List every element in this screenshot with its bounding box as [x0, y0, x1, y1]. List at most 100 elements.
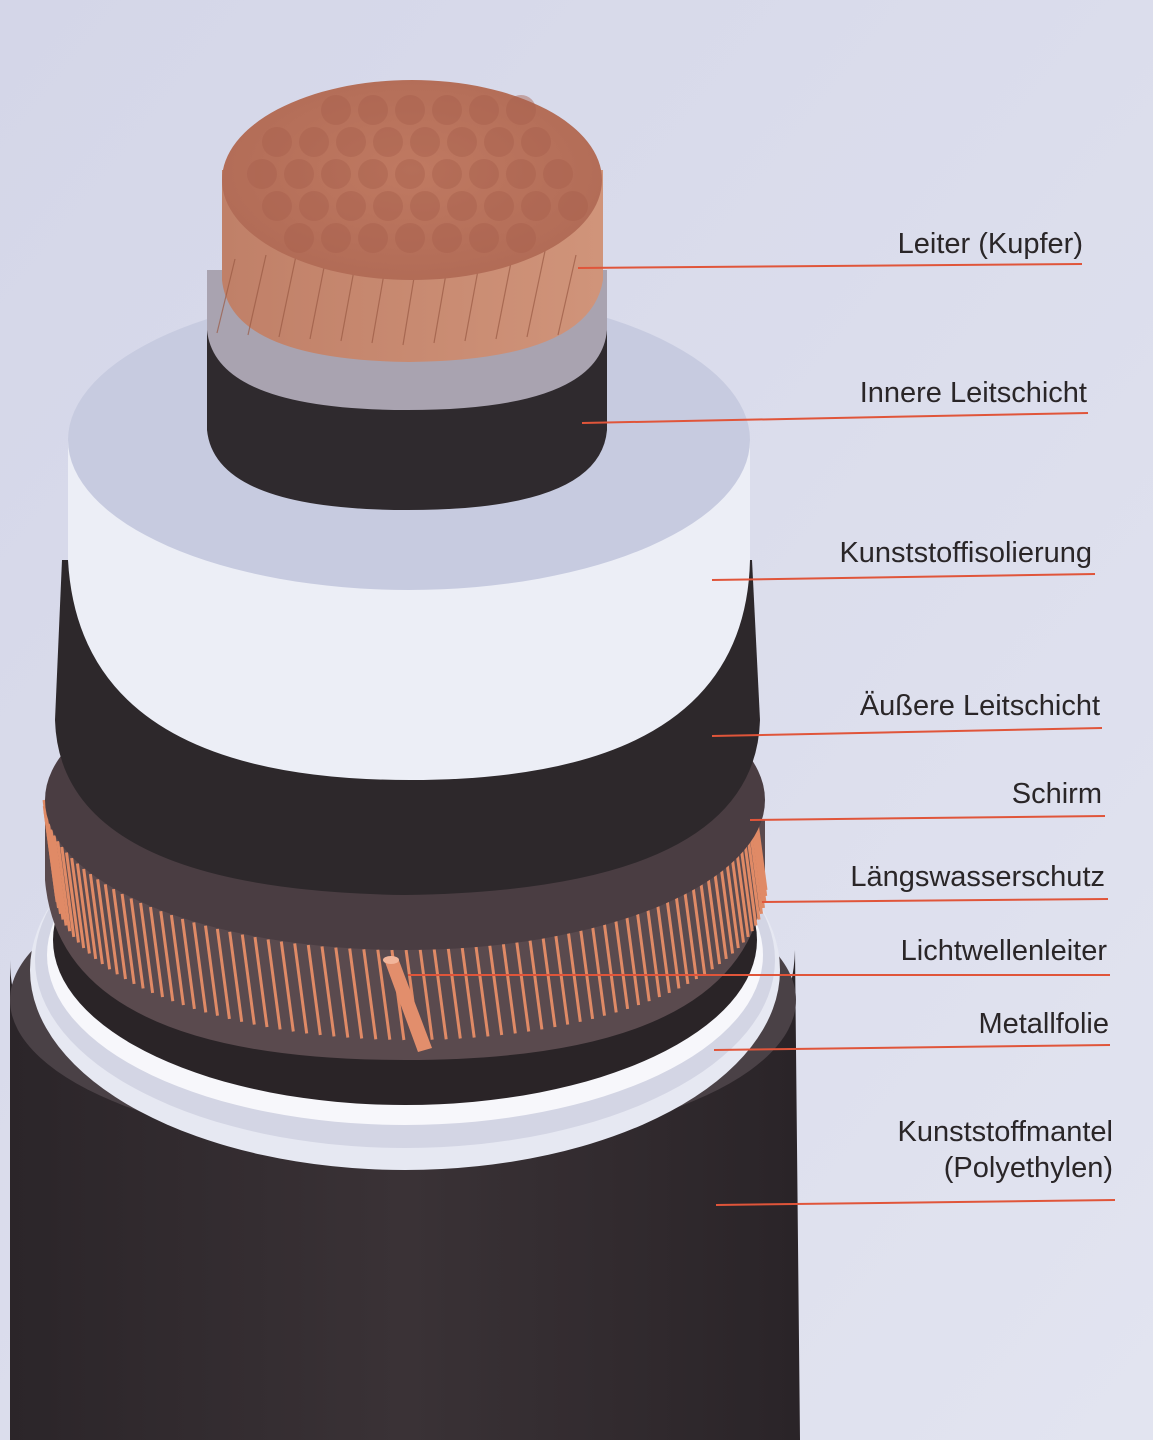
label-kunststoffmantel: Kunststoffmantel (Polyethylen)	[898, 1114, 1113, 1186]
conductor-strand	[395, 223, 425, 253]
shield-wire	[320, 946, 336, 1037]
shield-wire	[706, 873, 722, 965]
conductor-strand	[247, 159, 277, 189]
shield-wire	[240, 934, 256, 1025]
conductor-strand-line	[247, 254, 267, 336]
conductor-strand	[521, 191, 551, 221]
shield-wire	[149, 906, 164, 998]
shield-wire	[88, 873, 104, 965]
shield-wire	[418, 949, 434, 1040]
shield-wire	[47, 823, 62, 914]
conductor-strand	[469, 223, 499, 253]
conductor-strand	[299, 191, 329, 221]
shield-wire	[60, 846, 76, 938]
conductor-strand	[410, 127, 440, 157]
conductor-strand	[373, 191, 403, 221]
conductor-strand	[395, 95, 425, 125]
shield-wire	[82, 868, 98, 960]
shield-wire	[112, 888, 127, 980]
shield-wire	[103, 884, 119, 975]
shield-wire	[745, 829, 761, 920]
shield-wire	[159, 911, 175, 1002]
conductor-strand	[432, 95, 462, 125]
label-leiter: Leiter (Kupfer)	[897, 228, 1083, 260]
conductor-strand	[284, 159, 314, 189]
leader-line-innere-leitschicht	[581, 412, 1089, 424]
shield-wire	[65, 852, 80, 943]
shield-wire	[49, 829, 65, 920]
shield-wire	[215, 928, 231, 1020]
shield-wire	[579, 928, 595, 1020]
shield-wire	[625, 914, 641, 1006]
label-metallfolie: Metallfolie	[978, 1008, 1109, 1040]
shield-wire	[724, 857, 740, 949]
shield-wire	[52, 835, 68, 926]
shield-wire	[528, 939, 544, 1030]
label-schirm: Schirm	[1011, 778, 1102, 810]
shield-wire	[698, 879, 714, 970]
conductor-strand	[469, 95, 499, 125]
conductor-strand	[336, 191, 366, 221]
shield-wire	[488, 944, 504, 1036]
conductor-strand	[358, 95, 388, 125]
conductor-strand	[447, 127, 477, 157]
shield-wire	[446, 948, 462, 1039]
shield-wire	[120, 893, 136, 985]
shield-wire	[228, 931, 244, 1022]
conductor-strand-line	[216, 258, 236, 334]
label-aeussere-leitschicht: Äußere Leitschicht	[859, 690, 1100, 722]
conductor-strand	[373, 127, 403, 157]
shield-wire	[554, 934, 570, 1025]
conductor-strand	[321, 159, 351, 189]
conductor-strand-line	[557, 254, 577, 336]
conductor-strand	[299, 127, 329, 157]
shield-wire	[192, 922, 208, 1013]
shield-wire	[348, 948, 364, 1039]
label-laengswasserschutz: Längswasserschutz	[850, 861, 1105, 893]
shield-wire	[460, 947, 476, 1038]
conductor-strand	[558, 191, 588, 221]
shield-wire	[691, 884, 707, 975]
label-lichtwellenleiter: Lichtwellenleiter	[900, 935, 1107, 967]
shield-wire	[674, 893, 690, 985]
conductor-strand	[484, 191, 514, 221]
shield-wire	[683, 888, 698, 980]
shield-wire	[253, 936, 269, 1028]
label-kunststoffmantel-line2: (Polyethylen)	[943, 1152, 1113, 1184]
shield-wire	[541, 936, 557, 1028]
shield-wire	[376, 949, 392, 1040]
label-innere-leitschicht: Innere Leitschicht	[859, 377, 1087, 409]
shield-wire	[266, 939, 282, 1030]
leader-line-leiter	[577, 263, 1083, 269]
conductor-strand	[447, 191, 477, 221]
shield-wire	[334, 947, 350, 1038]
shield-wire	[614, 918, 630, 1010]
leader-line-kunststoffisolierung	[711, 573, 1096, 581]
lichtwellenleiter-fiber	[383, 956, 432, 1052]
conductor-strand	[543, 159, 573, 189]
shield-wire	[501, 943, 517, 1034]
shield-wire	[655, 902, 671, 994]
shield-wire	[180, 918, 196, 1010]
conductor-strand	[395, 159, 425, 189]
conductor-strand	[521, 127, 551, 157]
conductor-strand	[410, 191, 440, 221]
conductor-strand	[262, 191, 292, 221]
conductor-strand	[262, 127, 292, 157]
shield-wire	[635, 911, 651, 1002]
shield-wire	[474, 946, 490, 1037]
shield-wire	[432, 949, 448, 1040]
shield-wire	[56, 841, 72, 932]
shield-wire	[169, 914, 185, 1006]
shield-wire	[139, 902, 155, 994]
leader-line-kunststoffmantel	[715, 1199, 1116, 1206]
conductor-strand	[284, 223, 314, 253]
conductor-strand	[432, 159, 462, 189]
conductor-strand	[432, 223, 462, 253]
shield-wire	[719, 863, 735, 954]
shield-wire	[738, 841, 754, 932]
leader-line-schirm	[749, 815, 1106, 821]
shield-wire	[742, 835, 758, 926]
shield-wire	[665, 898, 681, 989]
